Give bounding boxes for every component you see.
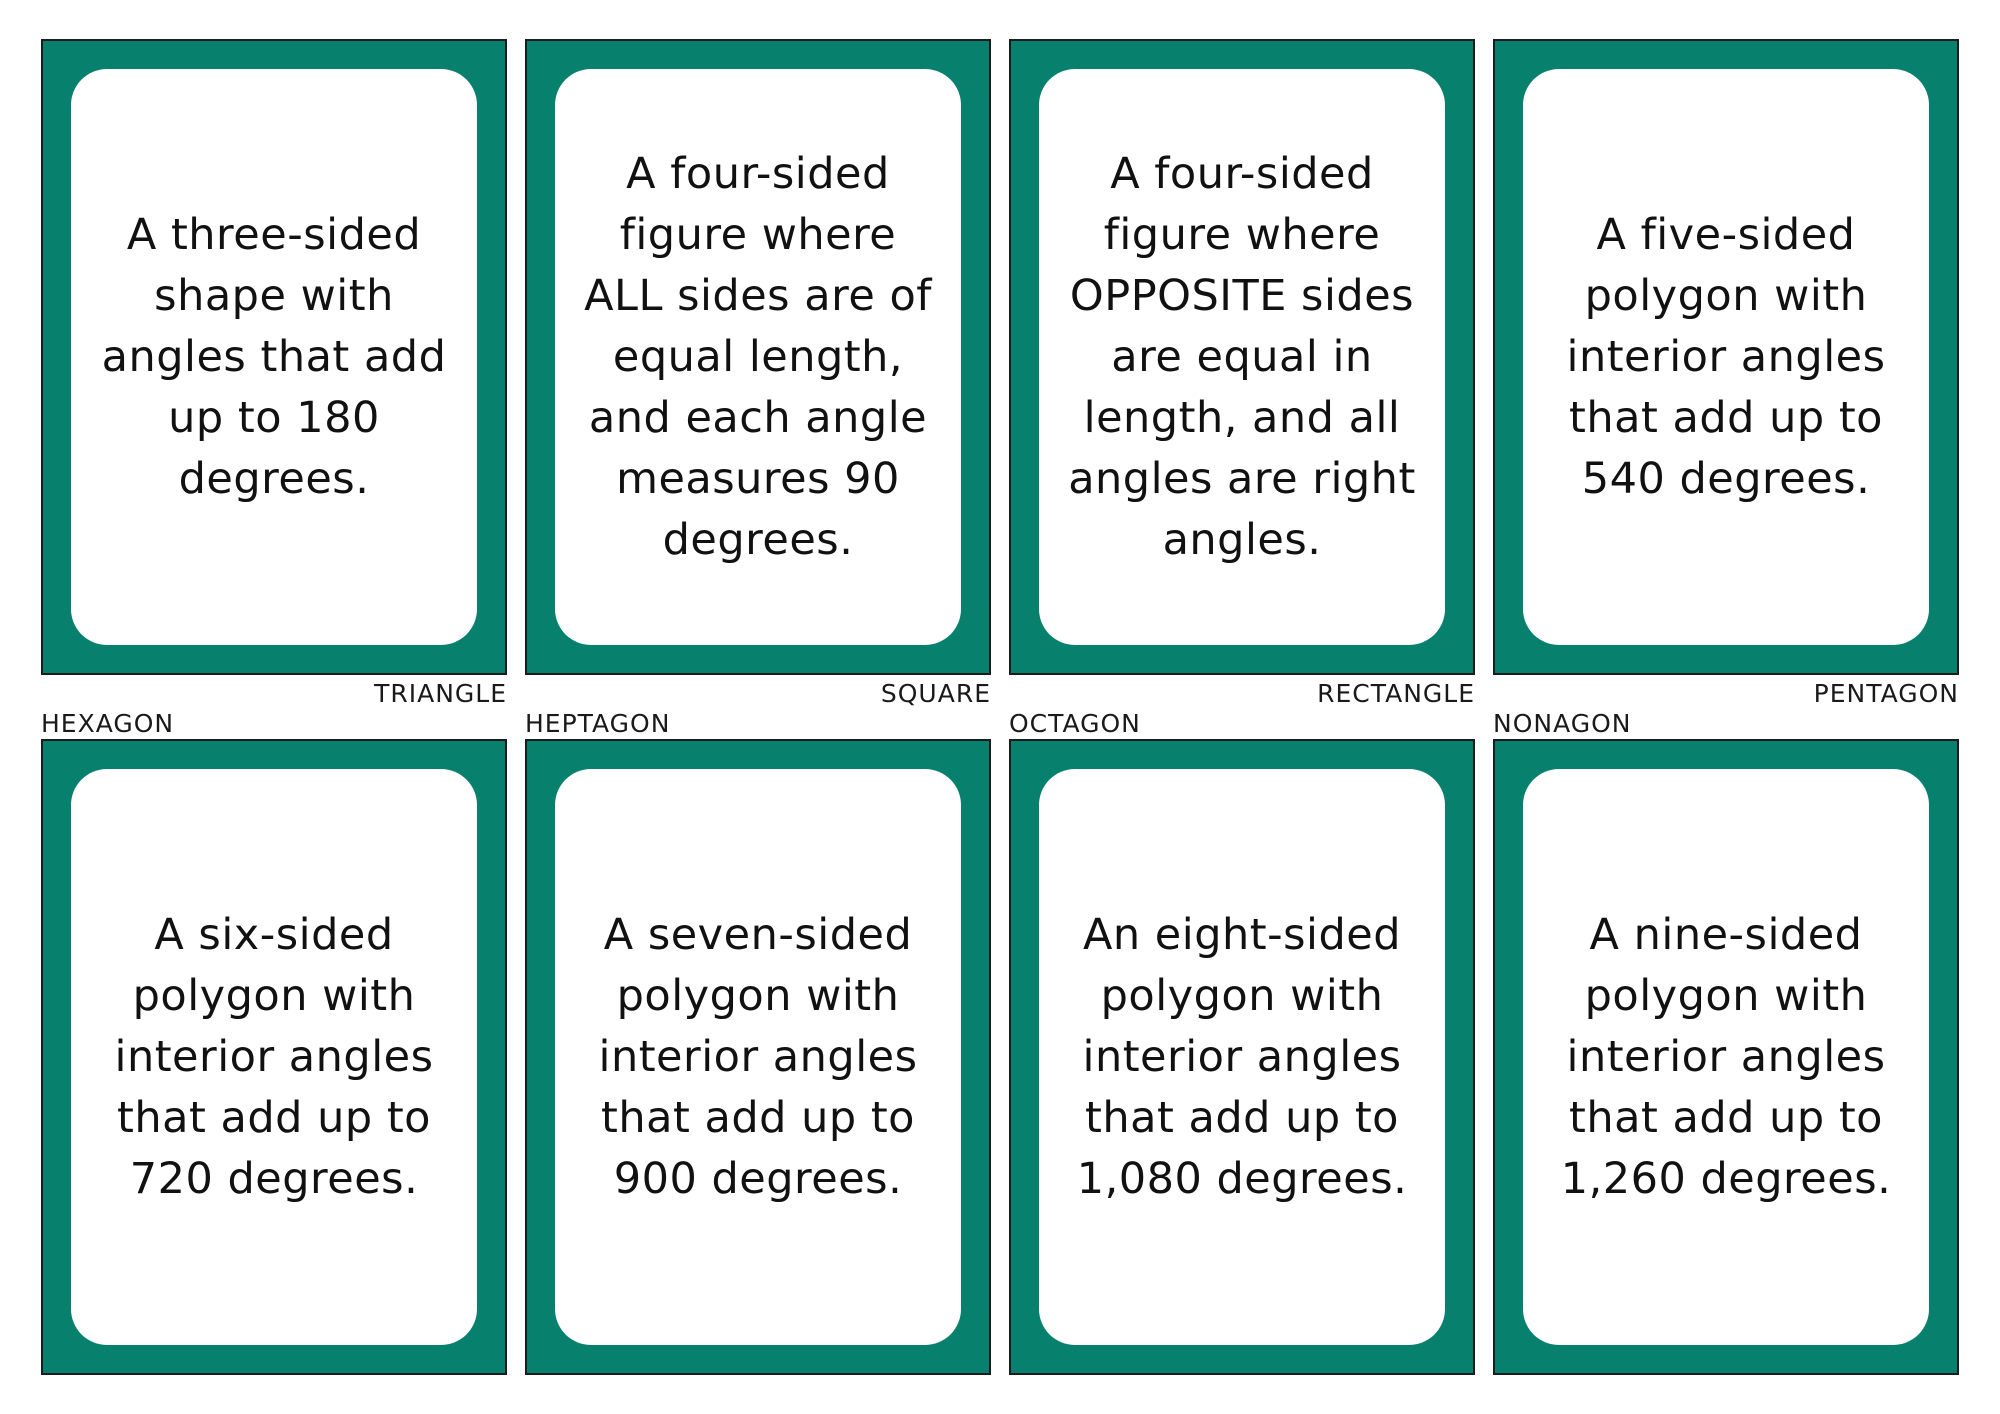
card-hexagon-clue: A six-sided polygon with interior angles… (41, 739, 507, 1375)
answer-label-rectangle: RECTANGLE (1317, 679, 1475, 708)
card-triangle-clue: A three-sided shape with angles that add… (41, 39, 507, 675)
clue-text: A seven-sided polygon with interior angl… (598, 909, 918, 1204)
answer-label-octagon: OCTAGON (1009, 709, 1141, 738)
card-octagon-clue: An eight-sided polygon with interior ang… (1009, 739, 1475, 1375)
card-face: A four-sided figure where OPPOSITE sides… (1039, 69, 1445, 645)
card-heptagon-clue: A seven-sided polygon with interior angl… (525, 739, 991, 1375)
answer-label-hexagon: HEXAGON (41, 709, 175, 738)
answer-label-square: SQUARE (880, 679, 991, 708)
clue-text: A nine-sided polygon with interior angle… (1560, 909, 1892, 1204)
clue-text: A four-sided figure where ALL sides are … (584, 148, 932, 565)
card-pentagon-clue: A five-sided polygon with interior angle… (1493, 39, 1959, 675)
clue-text: A five-sided polygon with interior angle… (1566, 209, 1886, 504)
clue-text: A three-sided shape with angles that add… (101, 209, 447, 504)
answer-label-triangle: TRIANGLE (374, 679, 507, 708)
card-nonagon-clue: A nine-sided polygon with interior angle… (1493, 739, 1959, 1375)
card-square-clue: A four-sided figure where ALL sides are … (525, 39, 991, 675)
card-face: A three-sided shape with angles that add… (71, 69, 477, 645)
card-face: A four-sided figure where ALL sides are … (555, 69, 961, 645)
answer-label-pentagon: PENTAGON (1813, 679, 1959, 708)
clue-text: A four-sided figure where OPPOSITE sides… (1068, 148, 1416, 565)
card-face: A nine-sided polygon with interior angle… (1523, 769, 1929, 1345)
card-face: A five-sided polygon with interior angle… (1523, 69, 1929, 645)
card-face: A seven-sided polygon with interior angl… (555, 769, 961, 1345)
answer-label-heptagon: HEPTAGON (525, 709, 671, 738)
clue-text: An eight-sided polygon with interior ang… (1076, 909, 1408, 1204)
card-face: A six-sided polygon with interior angles… (71, 769, 477, 1345)
answer-label-nonagon: NONAGON (1493, 709, 1632, 738)
clue-text: A six-sided polygon with interior angles… (114, 909, 434, 1204)
card-rectangle-clue: A four-sided figure where OPPOSITE sides… (1009, 39, 1475, 675)
card-face: An eight-sided polygon with interior ang… (1039, 769, 1445, 1345)
